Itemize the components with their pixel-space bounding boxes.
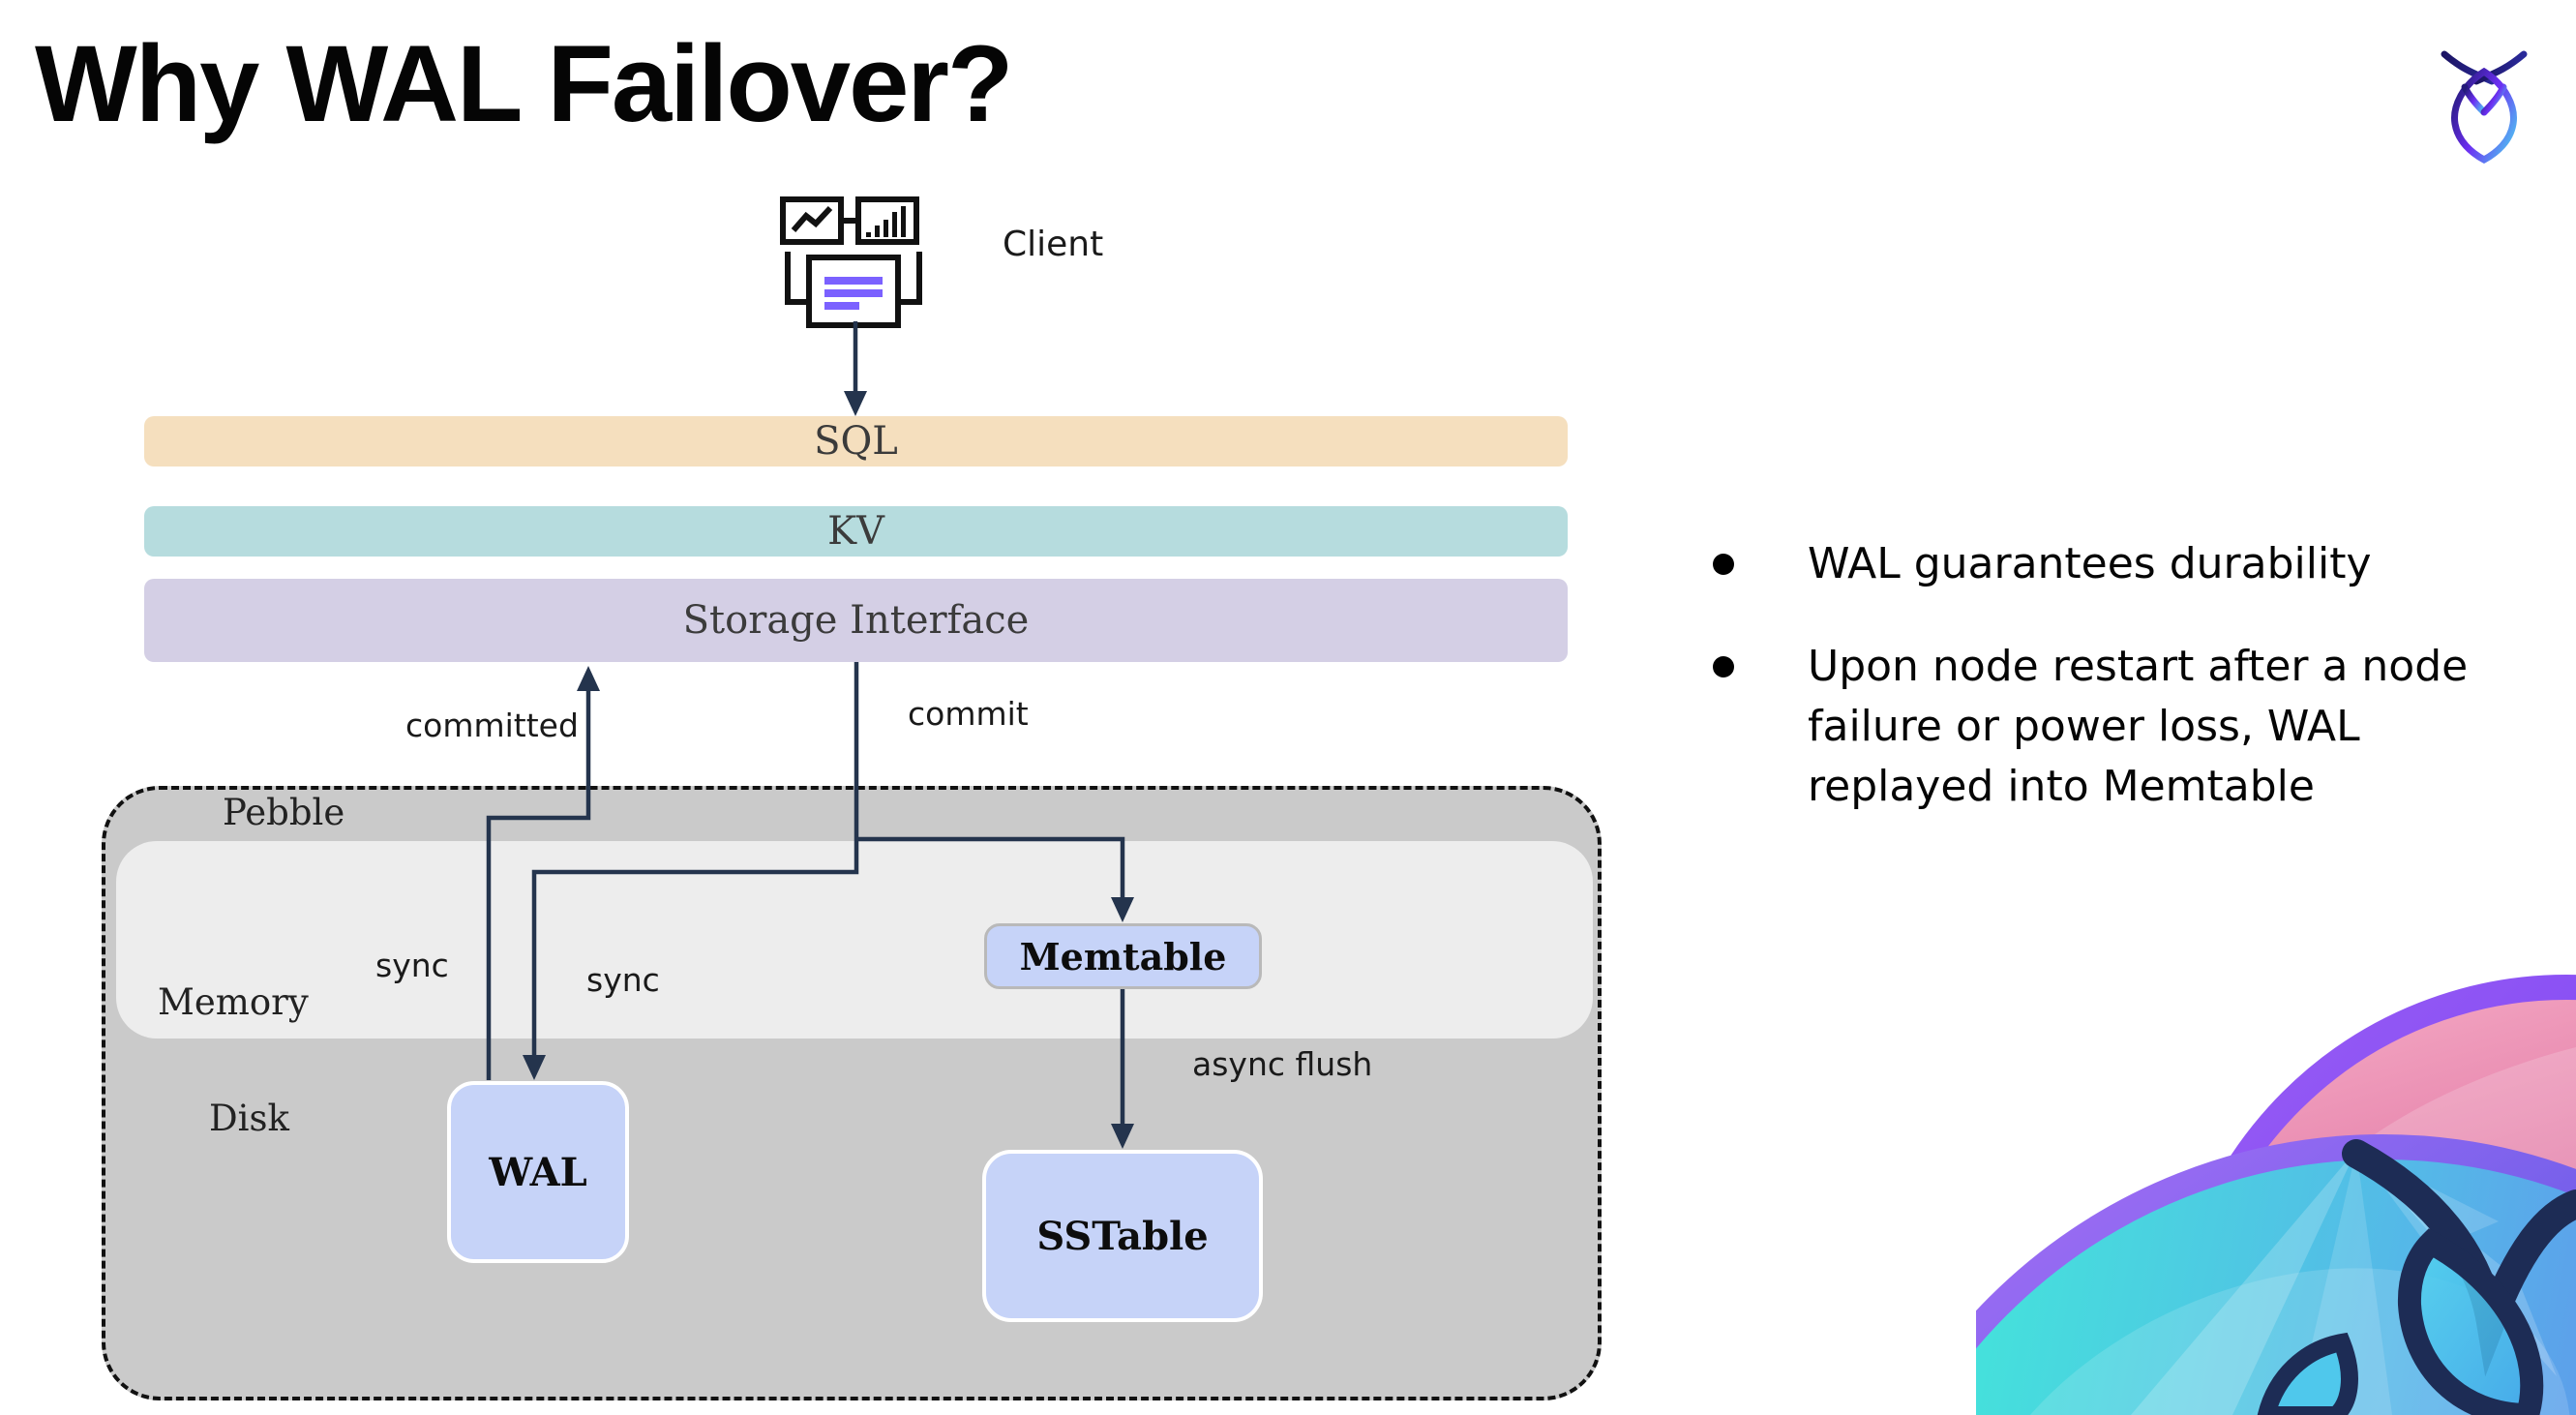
layer-sql-label: SQL (814, 419, 898, 464)
edge-label-committed: committed (405, 707, 579, 744)
page-title: Why WAL Failover? (35, 23, 1013, 144)
layer-storage-interface-label: Storage Interface (682, 598, 1030, 643)
memory-strip (116, 841, 1593, 1039)
pebble-label: Pebble (223, 792, 345, 833)
node-sstable-label: SSTable (1036, 1213, 1209, 1259)
bullet-item: WAL guarantees durability (1713, 534, 2526, 594)
edge-label-sync-right: sync (586, 961, 660, 999)
node-sstable: SSTable (982, 1150, 1263, 1322)
bullet-item: Upon node restart after a node failure o… (1713, 637, 2526, 817)
edge-label-async-flush: async flush (1192, 1045, 1373, 1083)
layer-kv: KV (144, 506, 1568, 557)
bullet-text: WAL guarantees durability (1808, 539, 2372, 588)
bullet-dot (1713, 656, 1734, 677)
edge-label-commit: commit (908, 695, 1029, 733)
client-icon (780, 194, 927, 331)
node-memtable: Memtable (984, 923, 1262, 989)
arrowhead-storage-interface (577, 666, 600, 691)
brand-artwork (1976, 960, 2576, 1415)
cockroachdb-logo-icon (2431, 46, 2537, 165)
edge-label-sync-left: sync (375, 947, 449, 984)
layer-kv-label: KV (827, 509, 884, 554)
bullet-text: Upon node restart after a node failure o… (1808, 642, 2469, 811)
node-memtable-label: Memtable (1019, 934, 1227, 978)
node-wal-label: WAL (489, 1149, 587, 1195)
bullet-list: WAL guarantees durability Upon node rest… (1713, 534, 2526, 817)
bullet-dot (1713, 554, 1734, 575)
node-wal: WAL (447, 1081, 629, 1263)
layer-storage-interface: Storage Interface (144, 579, 1568, 662)
arrowhead-sql (844, 391, 867, 416)
disk-label: Disk (209, 1098, 289, 1139)
memory-label: Memory (158, 981, 309, 1023)
client-label: Client (1003, 225, 1104, 264)
layer-sql: SQL (144, 416, 1568, 467)
